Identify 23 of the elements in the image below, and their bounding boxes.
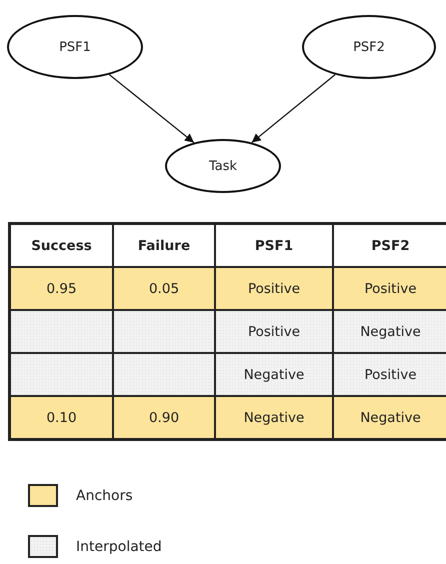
table-cell: Positive — [333, 353, 446, 396]
header-cell: Failure — [113, 224, 215, 267]
table-cell: Negative — [215, 353, 333, 396]
table-cell: Positive — [215, 310, 333, 353]
header-cell: PSF2 — [333, 224, 446, 267]
table-cell: 0.95 — [10, 267, 113, 310]
node-label: PSF1 — [59, 40, 91, 54]
arrow — [251, 74, 336, 144]
table-cell: Positive — [333, 267, 446, 310]
table-cell: Positive — [215, 267, 333, 310]
header-cell: PSF1 — [215, 224, 333, 267]
arrow — [108, 74, 194, 144]
table-cell: Negative — [333, 310, 446, 353]
legend-label: Interpolated — [76, 538, 162, 554]
legend-label: Anchors — [76, 488, 133, 504]
table-cell: Negative — [333, 396, 446, 439]
table-cell: Negative — [215, 396, 333, 439]
node-label: PSF2 — [353, 40, 385, 54]
table-cell: 0.90 — [113, 396, 215, 439]
table-cell: 0.10 — [10, 396, 113, 439]
table-cell: 0.05 — [113, 267, 215, 310]
header-cell: Success — [10, 224, 113, 267]
node-label: Task — [208, 158, 238, 174]
